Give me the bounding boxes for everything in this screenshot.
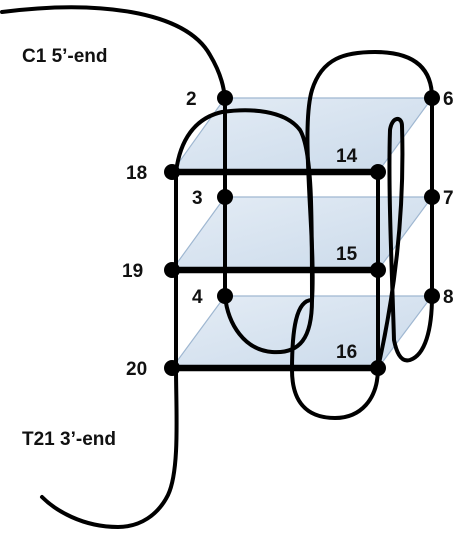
label-nt-2: 2 xyxy=(186,89,197,110)
nucleotide-dot-14 xyxy=(370,164,386,180)
nucleotide-dot-4 xyxy=(217,288,233,304)
nucleotide-dot-6 xyxy=(424,90,440,106)
label-nt-14: 14 xyxy=(336,146,358,167)
backbone-5prime-tail xyxy=(0,5,314,355)
nucleotide-dot-15 xyxy=(370,262,386,278)
label-5prime-end: C1 5’-end xyxy=(22,46,108,67)
label-nt-6: 6 xyxy=(443,89,454,110)
label-3prime-end: T21 3’-end xyxy=(22,429,116,450)
nucleotide-dot-16 xyxy=(370,360,386,376)
nucleotide-dot-18 xyxy=(164,164,180,180)
label-nt-19: 19 xyxy=(122,261,143,282)
nucleotide-dot-3 xyxy=(217,189,233,205)
backbone-lower-loop xyxy=(290,170,380,420)
nucleotide-dot-19 xyxy=(164,262,180,278)
label-nt-3: 3 xyxy=(192,188,203,209)
nucleotide-dot-8 xyxy=(424,288,440,304)
label-nt-4: 4 xyxy=(192,287,203,308)
label-nt-8: 8 xyxy=(443,287,454,308)
label-nt-7: 7 xyxy=(443,188,454,209)
nucleotide-dot-2 xyxy=(217,90,233,106)
label-nt-18: 18 xyxy=(126,163,147,184)
label-nt-16: 16 xyxy=(336,342,357,363)
label-nt-20: 20 xyxy=(126,359,147,380)
nucleotide-dot-20 xyxy=(164,360,180,376)
backbone-outer-loop xyxy=(305,50,434,370)
nucleotide-dot-7 xyxy=(424,189,440,205)
backbone-3prime-tail xyxy=(40,170,179,529)
label-nt-15: 15 xyxy=(336,244,358,265)
